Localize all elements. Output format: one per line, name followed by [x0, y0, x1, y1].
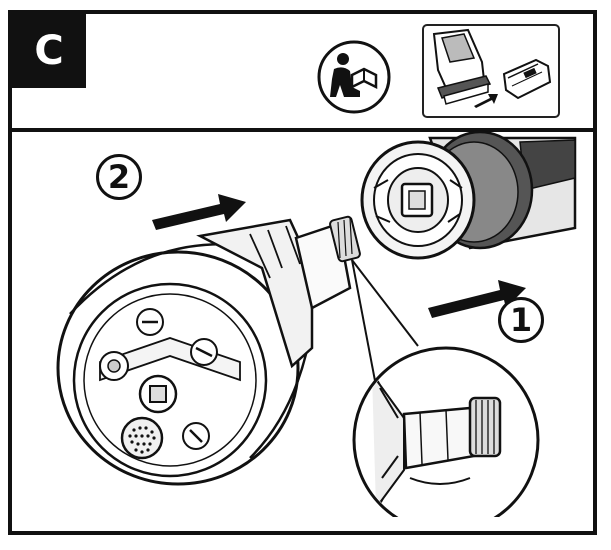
step-number-2: 2 — [96, 154, 142, 200]
push-arrow-2 — [152, 194, 246, 230]
tool-chuck — [360, 130, 577, 260]
assembly-illustration — [0, 118, 581, 517]
detail-callout — [351, 259, 540, 517]
remove-battery-icon — [422, 24, 560, 118]
step-letter-badge: C — [12, 14, 86, 88]
push-arrow-1 — [428, 280, 526, 318]
read-manual-icon — [316, 39, 392, 115]
panel-header: C — [12, 14, 593, 132]
step-number-1: 1 — [498, 297, 544, 343]
nozzle-head — [56, 215, 361, 486]
